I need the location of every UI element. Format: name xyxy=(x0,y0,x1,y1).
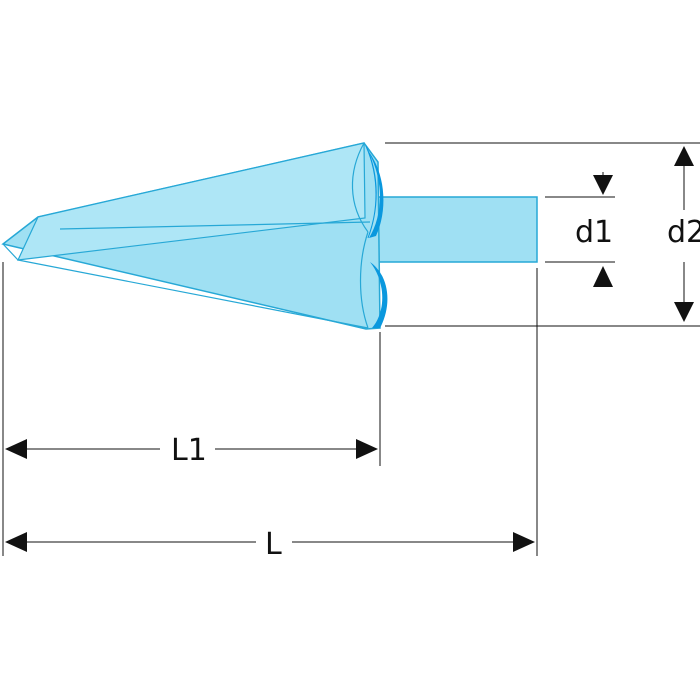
label-L1: L1 xyxy=(171,433,207,468)
shank xyxy=(371,196,538,263)
l-arrow-left xyxy=(5,532,27,552)
mid-edge-line xyxy=(59,221,371,230)
l-arrow-right xyxy=(513,532,535,552)
d1-arrow-bottom xyxy=(593,266,613,287)
upper-flute-shadow-fill xyxy=(366,148,384,238)
tool-body xyxy=(1,142,538,330)
dimension-d2: d2 xyxy=(667,146,700,322)
upper-facet xyxy=(17,142,366,261)
label-d1: d1 xyxy=(575,215,613,250)
d2-arrow-top xyxy=(674,146,694,166)
d2-arrow-bottom xyxy=(674,302,694,322)
dimension-d1: d1 xyxy=(575,172,613,287)
tip-edge-line xyxy=(2,243,19,261)
l1-arrow-right xyxy=(356,439,378,459)
d1-arrow-top xyxy=(593,175,613,195)
extension-lines xyxy=(2,142,700,556)
label-L: L xyxy=(265,527,282,562)
upper-flute-shadow xyxy=(365,145,377,239)
label-d2: d2 xyxy=(667,215,700,250)
lower-flute-curve xyxy=(359,231,369,329)
l1-arrow-left xyxy=(5,439,27,459)
upper-flute-curve xyxy=(351,142,369,233)
dimension-L1: L1 xyxy=(5,433,378,468)
dimension-L: L xyxy=(5,527,535,562)
cutting-edge-line xyxy=(17,259,369,329)
lower-flute-shadow-fill xyxy=(370,262,388,328)
